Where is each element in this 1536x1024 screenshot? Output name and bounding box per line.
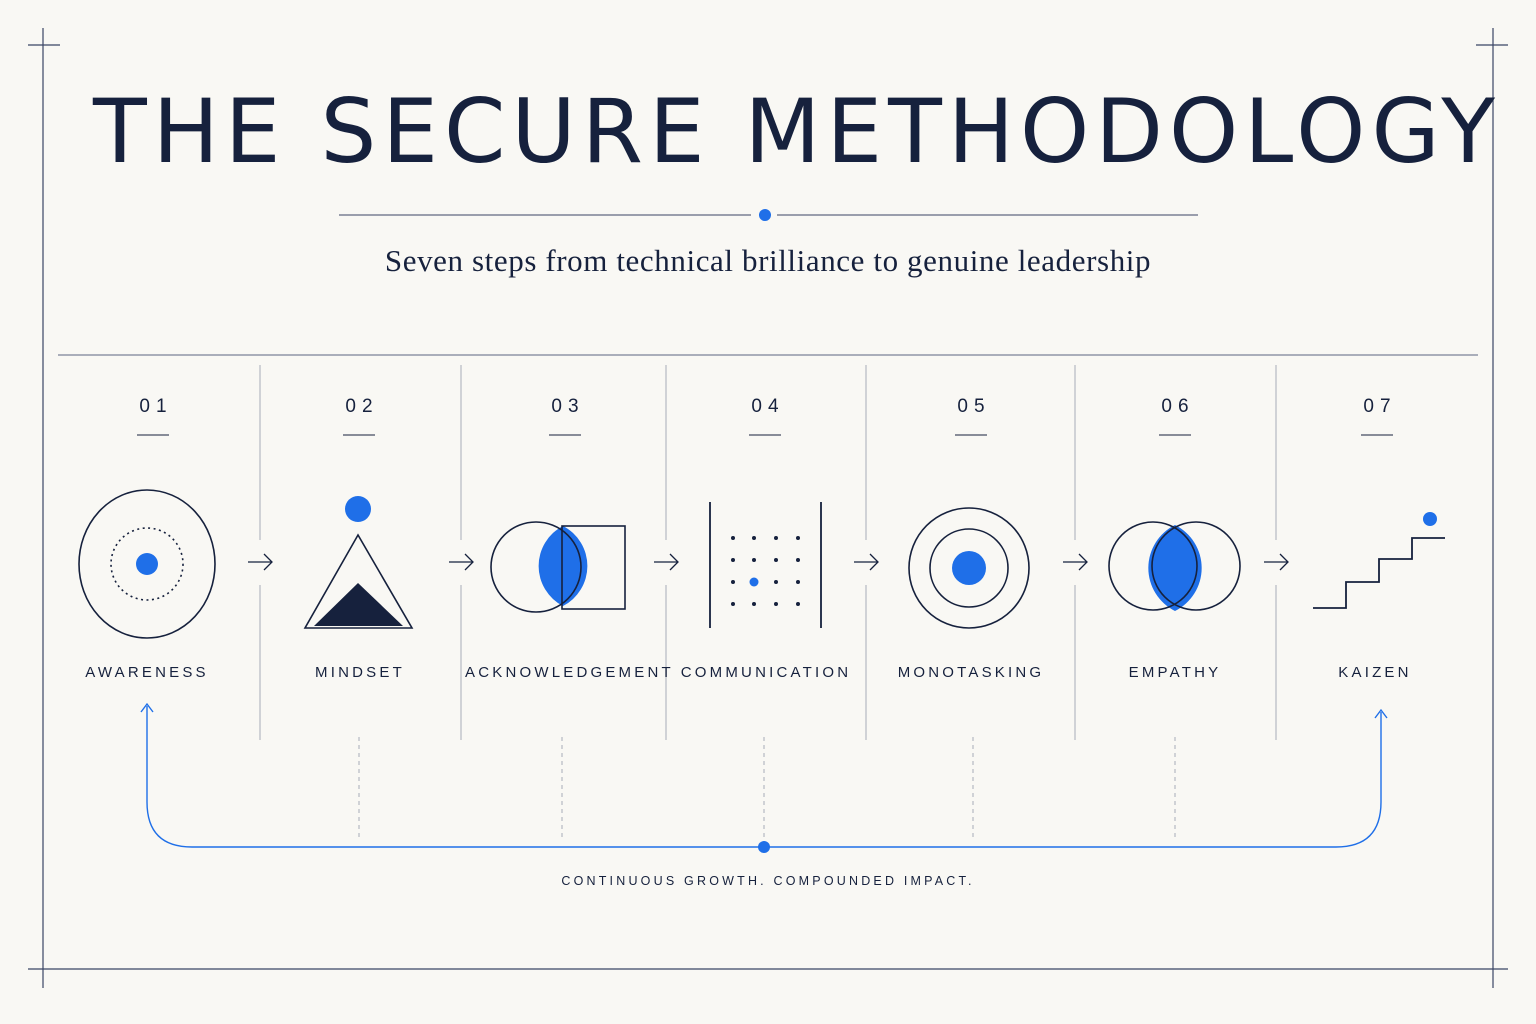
arrow-right-icon	[1063, 553, 1088, 571]
column-separators	[259, 365, 1277, 740]
step-label-kaizen: KAIZEN	[1338, 664, 1412, 681]
staircase-icon	[1313, 512, 1445, 609]
step-label-acknowledgement: ACKNOWLEDGEMENT	[465, 664, 674, 681]
concentric-circle-icon	[78, 489, 216, 639]
border-frame	[28, 28, 1508, 988]
arrow-right-icon	[1264, 553, 1289, 571]
tagline: CONTINUOUS GROWTH. COMPOUNDED IMPACT.	[561, 874, 975, 888]
step-number: 03	[551, 396, 585, 417]
arrow-right-icon	[248, 553, 273, 571]
step-arrows	[248, 553, 1289, 571]
title-divider	[339, 209, 1198, 221]
step-number: 06	[1161, 396, 1195, 417]
arrow-right-icon	[449, 553, 474, 571]
divider-dot	[759, 209, 771, 221]
step-label-mindset: MINDSET	[315, 664, 405, 681]
step-label-monotasking: MONOTASKING	[897, 664, 1045, 681]
step-number: 02	[345, 396, 379, 417]
step-number: 07	[1363, 396, 1397, 417]
loop-center-dot	[758, 841, 770, 853]
arrow-right-icon	[854, 553, 879, 571]
page-subtitle: Seven steps from technical brilliance to…	[384, 243, 1152, 278]
target-icon	[908, 507, 1030, 629]
circle-square-overlap-icon	[490, 521, 626, 613]
arrow-up-icon	[1374, 708, 1388, 719]
step-number: 05	[957, 396, 991, 417]
page-title: THE SECURE METHODOLOGY	[93, 80, 1501, 183]
venn-overlap-icon	[1108, 521, 1241, 611]
step-label-awareness: AWARENESS	[85, 664, 209, 681]
step-number: 01	[139, 396, 173, 417]
mountain-peak-icon	[303, 496, 414, 629]
dashed-connectors	[358, 737, 1176, 840]
step-label-communication: COMMUNICATION	[680, 664, 852, 681]
dot-grid-icon	[709, 502, 822, 628]
arrow-up-icon	[140, 702, 154, 713]
arrow-right-icon	[654, 553, 679, 571]
step-number: 04	[751, 396, 785, 417]
step-label-empathy: EMPATHY	[1128, 664, 1222, 681]
